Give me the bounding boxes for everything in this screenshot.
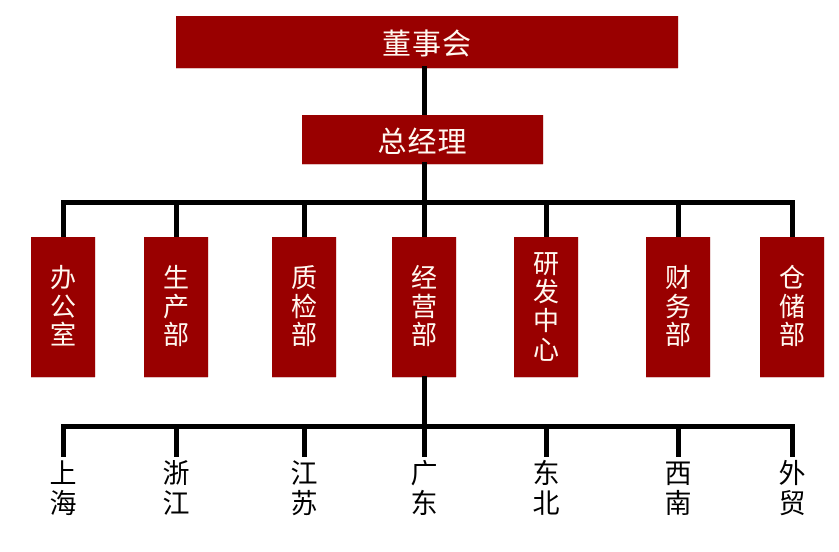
connector-drop-zhejiang <box>174 424 179 457</box>
org-leaf-guangdong: 广东 <box>407 459 441 519</box>
org-leaf-jiangsu-label: 江苏 <box>290 459 318 520</box>
connector-drop-jiangsu <box>302 424 307 457</box>
connector-drop-warehouse <box>790 200 795 238</box>
connector-drop-office <box>61 200 66 238</box>
org-node-office: 办公室 <box>31 237 95 377</box>
org-leaf-jiangsu: 江苏 <box>287 459 321 519</box>
org-node-quality-label: 质检部 <box>291 263 318 351</box>
connector-drop-finance <box>676 200 681 238</box>
connector-drop-foreign-trade <box>790 424 795 457</box>
org-leaf-foreign-trade: 外贸 <box>775 459 809 519</box>
org-node-rnd-center-label: 研发中心 <box>533 248 560 365</box>
connector-drop-quality <box>302 200 307 238</box>
org-node-board: 董事会 <box>176 16 678 68</box>
org-node-office-label: 办公室 <box>50 263 77 351</box>
connector-drop-guangdong <box>422 424 427 457</box>
org-node-general-manager-label: 总经理 <box>377 126 468 159</box>
org-node-general-manager: 总经理 <box>302 115 543 164</box>
org-leaf-northeast-label: 东北 <box>532 459 560 520</box>
org-leaf-shanghai-label: 上海 <box>49 459 77 520</box>
org-node-production: 生产部 <box>144 237 208 377</box>
org-node-finance: 财务部 <box>646 237 710 377</box>
level3-bus <box>61 200 795 205</box>
org-leaf-shanghai: 上海 <box>46 459 80 519</box>
connector-drop-operations <box>422 200 427 238</box>
org-node-board-label: 董事会 <box>381 29 472 61</box>
connector-drop-northeast <box>544 424 549 457</box>
org-node-operations: 经营部 <box>392 237 456 377</box>
level4-bus <box>61 424 795 429</box>
connector-drop-shanghai <box>61 424 66 457</box>
org-leaf-zhejiang: 浙江 <box>159 459 193 519</box>
org-node-warehouse-label: 仓储部 <box>779 263 806 351</box>
org-leaf-zhejiang-label: 浙江 <box>162 459 190 520</box>
connector-drop-southwest <box>676 424 681 457</box>
org-node-quality: 质检部 <box>272 237 336 377</box>
connector-drop-rnd <box>544 200 549 238</box>
org-leaf-northeast: 东北 <box>529 459 563 519</box>
org-node-production-label: 生产部 <box>163 263 190 351</box>
org-node-warehouse: 仓储部 <box>760 237 824 377</box>
connector-board-gm <box>422 66 427 117</box>
org-node-finance-label: 财务部 <box>665 263 692 351</box>
connector-drop-production <box>174 200 179 238</box>
org-leaf-guangdong-label: 广东 <box>410 459 438 520</box>
org-leaf-southwest: 西南 <box>661 459 695 519</box>
org-node-operations-label: 经营部 <box>411 263 438 351</box>
org-node-rnd-center: 研发中心 <box>514 237 578 377</box>
connector-gm-bus <box>422 162 427 205</box>
org-leaf-southwest-label: 西南 <box>664 459 692 520</box>
org-leaf-foreign-trade-label: 外贸 <box>778 459 806 520</box>
connector-operations-bus <box>422 376 427 429</box>
